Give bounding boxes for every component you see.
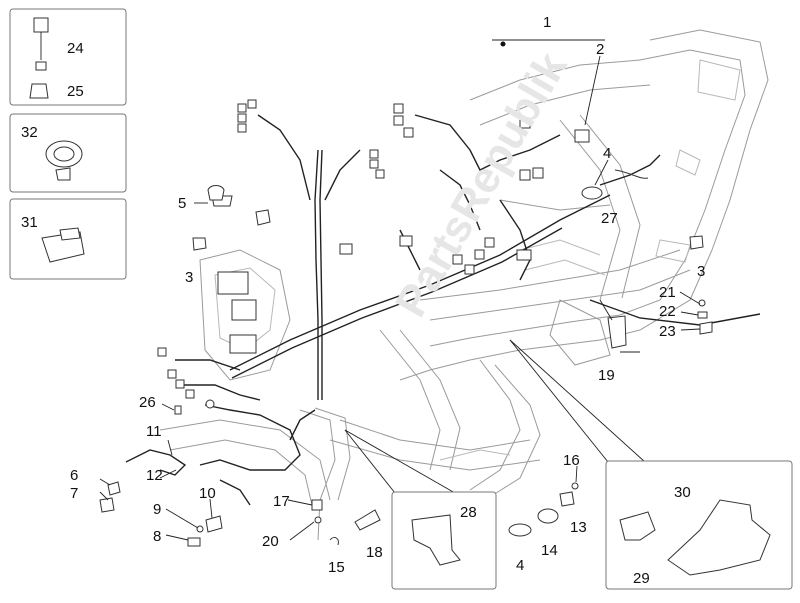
harness-connectors [157, 99, 590, 409]
label-8: 8 [153, 528, 161, 545]
ring-4-lower [508, 523, 532, 537]
label-29: 29 [633, 570, 650, 587]
part-15 [329, 537, 339, 546]
washer-22 [697, 311, 708, 319]
label-3-left: 3 [185, 269, 193, 286]
label-6: 6 [70, 467, 78, 484]
part-20 [314, 516, 322, 524]
clip-18 [354, 509, 381, 531]
leader-lines [52, 39, 701, 541]
part-26 [174, 405, 182, 415]
ring-14 [537, 508, 559, 524]
nut-23 [699, 321, 713, 335]
clip-7 [99, 497, 115, 513]
label-1: 1 [543, 14, 551, 31]
grommet-5 [207, 185, 225, 201]
label-10: 10 [199, 485, 216, 502]
ring-4-upper [581, 186, 603, 200]
cable-27 [614, 169, 649, 179]
screw-9 [196, 525, 204, 533]
loose-parts [99, 169, 713, 547]
part-17 [311, 499, 323, 511]
label-7: 7 [70, 485, 78, 502]
callout-dot [500, 41, 506, 47]
clip-6 [107, 481, 121, 496]
part-13 [559, 491, 575, 507]
part-number-labels: 1 2 3 3 4 4 5 6 7 8 9 10 11 12 13 14 15 … [21, 14, 705, 587]
label-20: 20 [262, 533, 279, 550]
detail-box-29-30 [605, 460, 793, 590]
label-5: 5 [178, 195, 186, 212]
screw-21 [698, 299, 706, 307]
watermark-text: PartsRepublik [386, 44, 577, 325]
inset-box-31 [9, 198, 127, 280]
screw-8 [187, 537, 201, 547]
label-16: 16 [563, 452, 580, 469]
clip-3-right [689, 235, 704, 250]
label-12: 12 [146, 467, 163, 484]
label-21: 21 [659, 284, 676, 301]
label-22: 22 [659, 303, 676, 320]
vehicle-frame [159, 29, 769, 541]
label-31: 31 [21, 214, 38, 231]
label-24: 24 [67, 40, 84, 57]
label-30: 30 [674, 484, 691, 501]
label-9: 9 [153, 501, 161, 518]
part-16 [571, 482, 579, 490]
wiring-harness [125, 114, 761, 506]
label-28: 28 [460, 504, 477, 521]
connector-10 [205, 515, 223, 533]
detail-callouts [344, 339, 646, 494]
label-32: 32 [21, 124, 38, 141]
inset-box-24-25 [9, 8, 127, 106]
label-3-right: 3 [697, 263, 705, 280]
label-23: 23 [659, 323, 676, 340]
inset-box-32 [9, 113, 127, 193]
label-18: 18 [366, 544, 383, 561]
bracket-19 [607, 315, 627, 349]
label-14: 14 [541, 542, 558, 559]
label-27: 27 [601, 210, 618, 227]
label-19: 19 [598, 367, 615, 384]
detail-box-28 [391, 491, 497, 590]
label-13: 13 [570, 519, 587, 536]
label-15: 15 [328, 559, 345, 576]
label-17: 17 [273, 493, 290, 510]
label-11: 11 [146, 423, 162, 440]
label-25: 25 [67, 83, 84, 100]
label-4-upper: 4 [603, 145, 611, 162]
clip-3-left [192, 237, 207, 251]
label-4-lower: 4 [516, 557, 524, 574]
label-26: 26 [139, 394, 156, 411]
label-2: 2 [596, 41, 604, 58]
